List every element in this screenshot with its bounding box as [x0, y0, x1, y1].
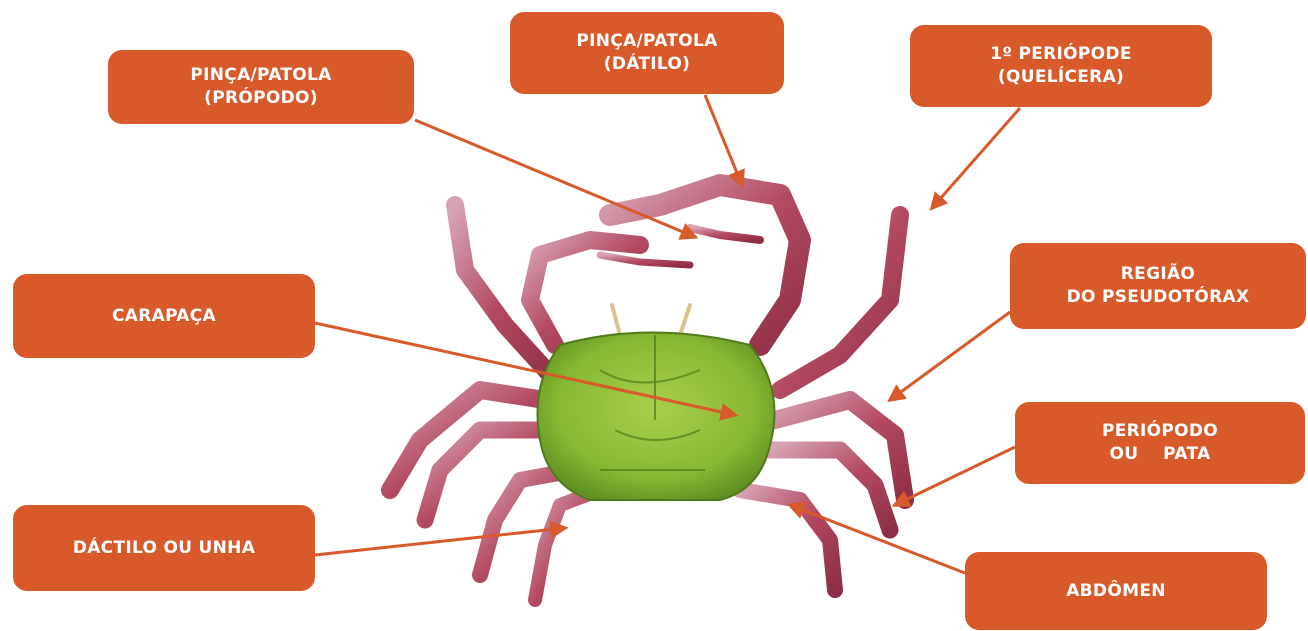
label-regiao-pseudotorax: REGIÃO DO PSEUDOTÓRAX: [1010, 243, 1306, 329]
label-1-periopode-line2: (QUELÍCERA): [998, 66, 1124, 89]
arrow-periopodo-pata: [895, 447, 1015, 505]
label-regiao-pseudotorax-line2: DO PSEUDOTÓRAX: [1067, 286, 1250, 309]
label-regiao-pseudotorax-line1: REGIÃO: [1121, 263, 1195, 286]
label-periopodo-pata: PERIÓPODO OU PATA: [1015, 402, 1305, 484]
label-dactilo-unha: DÁCTILO OU UNHA: [13, 505, 315, 591]
label-periopodo-pata-line2: OU PATA: [1109, 443, 1210, 466]
label-carapaca-line1: CARAPAÇA: [112, 305, 216, 328]
arrow-pinca-datilo: [705, 95, 742, 185]
label-pinca-propodo-line2: (PRÓPODO): [204, 87, 318, 110]
label-abdomen-line1: ABDÔMEN: [1066, 580, 1166, 603]
label-dactilo-unha-line1: DÁCTILO OU UNHA: [73, 537, 255, 560]
antennae: [612, 305, 690, 335]
label-1-periopode-line1: 1º PERIÓPODE: [990, 43, 1132, 66]
label-abdomen: ABDÔMEN: [965, 552, 1267, 630]
label-pinca-datilo: PINÇA/PATOLA (DÁTILO): [510, 12, 784, 94]
label-1-periopode: 1º PERIÓPODE (QUELÍCERA): [910, 25, 1212, 107]
label-periopodo-pata-line1: PERIÓPODO: [1102, 420, 1218, 443]
arrow-regiao-pseudotorax: [890, 312, 1010, 400]
label-carapaca: CARAPAÇA: [13, 274, 315, 358]
label-pinca-datilo-line2: (DÁTILO): [604, 53, 691, 76]
label-pinca-datilo-line1: PINÇA/PATOLA: [576, 30, 717, 53]
left-claw: [530, 240, 690, 345]
arrow-1-periopode: [932, 108, 1020, 208]
label-pinca-propodo: PINÇA/PATOLA (PRÓPODO): [108, 50, 414, 124]
arrow-dactilo-unha: [315, 528, 565, 555]
label-pinca-propodo-line1: PINÇA/PATOLA: [190, 64, 331, 87]
